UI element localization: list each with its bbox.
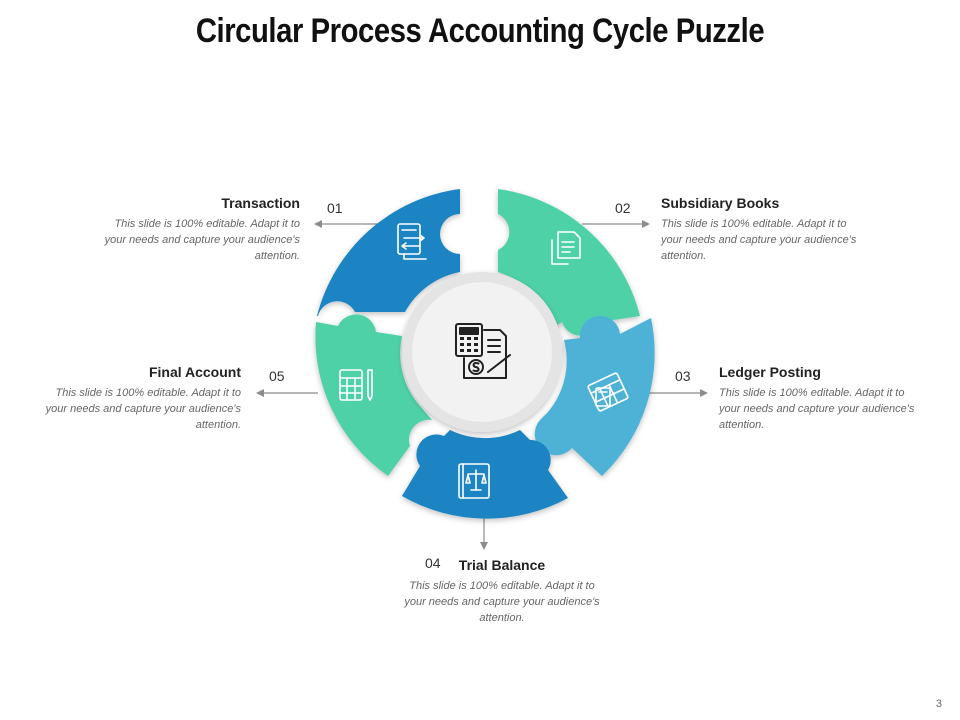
puzzle-piece-final-account (315, 314, 432, 476)
puzzle-piece-trial-balance (402, 430, 568, 519)
step-number-03: 03 (675, 368, 691, 384)
step-description: This slide is 100% editable. Adapt it to… (661, 218, 857, 262)
puzzle-piece-subsidiary-books (498, 189, 640, 336)
step-label-trial-balance: Trial Balance This slide is 100% editabl… (402, 557, 602, 626)
step-description: This slide is 100% editable. Adapt it to… (104, 218, 300, 262)
step-label-ledger-posting: Ledger Posting This slide is 100% editab… (719, 364, 919, 433)
balance-book-icon (458, 463, 490, 499)
step-number-01: 01 (327, 200, 343, 216)
step-heading: Transaction (221, 195, 300, 211)
step-heading: Trial Balance (458, 557, 546, 573)
step-heading: Subsidiary Books (661, 195, 780, 211)
step-label-subsidiary-books: Subsidiary Books This slide is 100% edit… (661, 195, 861, 264)
step-label-transaction: Transaction This slide is 100% editable.… (100, 195, 300, 264)
step-number-02: 02 (615, 200, 631, 216)
step-heading: Ledger Posting (719, 364, 821, 380)
page-number: 3 (935, 698, 942, 710)
step-number-04: 04 (425, 555, 441, 571)
documents-icon (551, 231, 581, 265)
step-description: This slide is 100% editable. Adapt it to… (45, 387, 241, 431)
ledger-calculator-icon (587, 372, 629, 412)
document-exchange-icon (397, 223, 427, 260)
calculator-invoice-dollar-icon (455, 323, 511, 379)
step-label-final-account: Final Account This slide is 100% editabl… (41, 364, 241, 433)
slide-title: Circular Process Accounting Cycle Puzzle (195, 12, 765, 50)
puzzle-piece-ledger-posting (534, 315, 655, 476)
step-description: This slide is 100% editable. Adapt it to… (404, 580, 600, 624)
puzzle-piece-transaction (317, 189, 460, 316)
step-number-05: 05 (269, 368, 285, 384)
step-description: This slide is 100% editable. Adapt it to… (719, 387, 915, 431)
step-heading: Final Account (148, 364, 241, 380)
spreadsheet-pencil-icon (339, 369, 373, 401)
